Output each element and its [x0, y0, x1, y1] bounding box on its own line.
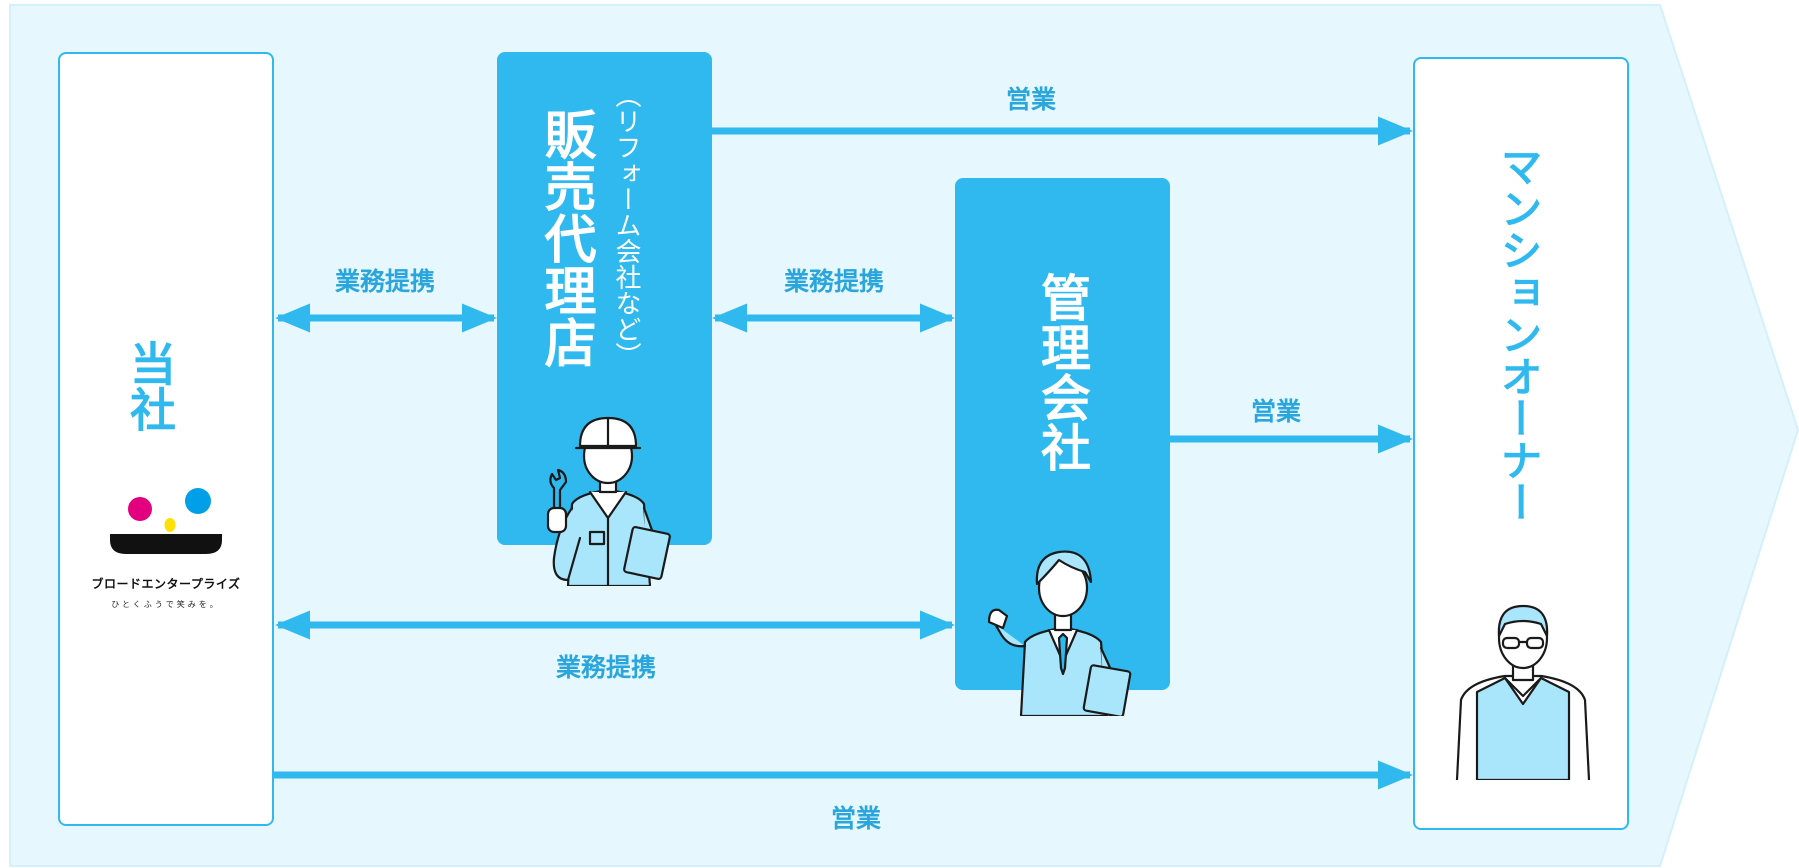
- company-title: 当社: [123, 340, 177, 432]
- owner-with-glasses-icon: [1455, 604, 1591, 780]
- label-agent-to-owner: 営業: [1005, 85, 1057, 114]
- management-company-title: 管理会社: [1033, 272, 1091, 472]
- sales-agent-title: 販売代理店: [535, 108, 595, 368]
- worker-with-wrench-icon: [546, 416, 671, 586]
- label-agent-management: 業務提携: [783, 267, 885, 296]
- condo-owner-title: マンションオーナー: [1494, 145, 1543, 523]
- manager-presenting-icon: [987, 550, 1132, 716]
- brand-logo-icon: [110, 488, 222, 554]
- label-company-management: 業務提携: [555, 653, 657, 682]
- label-management-to-owner: 営業: [1250, 397, 1302, 426]
- label-company-to-owner: 営業: [830, 804, 882, 833]
- sales-agent-subtitle: （リフォーム会社など）: [611, 82, 641, 368]
- brand-name: ブロードエンタープライズ: [91, 577, 241, 591]
- label-company-agent: 業務提携: [334, 267, 436, 296]
- brand-tagline: ひとくふうで笑みを。: [111, 600, 221, 609]
- company-box: [58, 52, 274, 826]
